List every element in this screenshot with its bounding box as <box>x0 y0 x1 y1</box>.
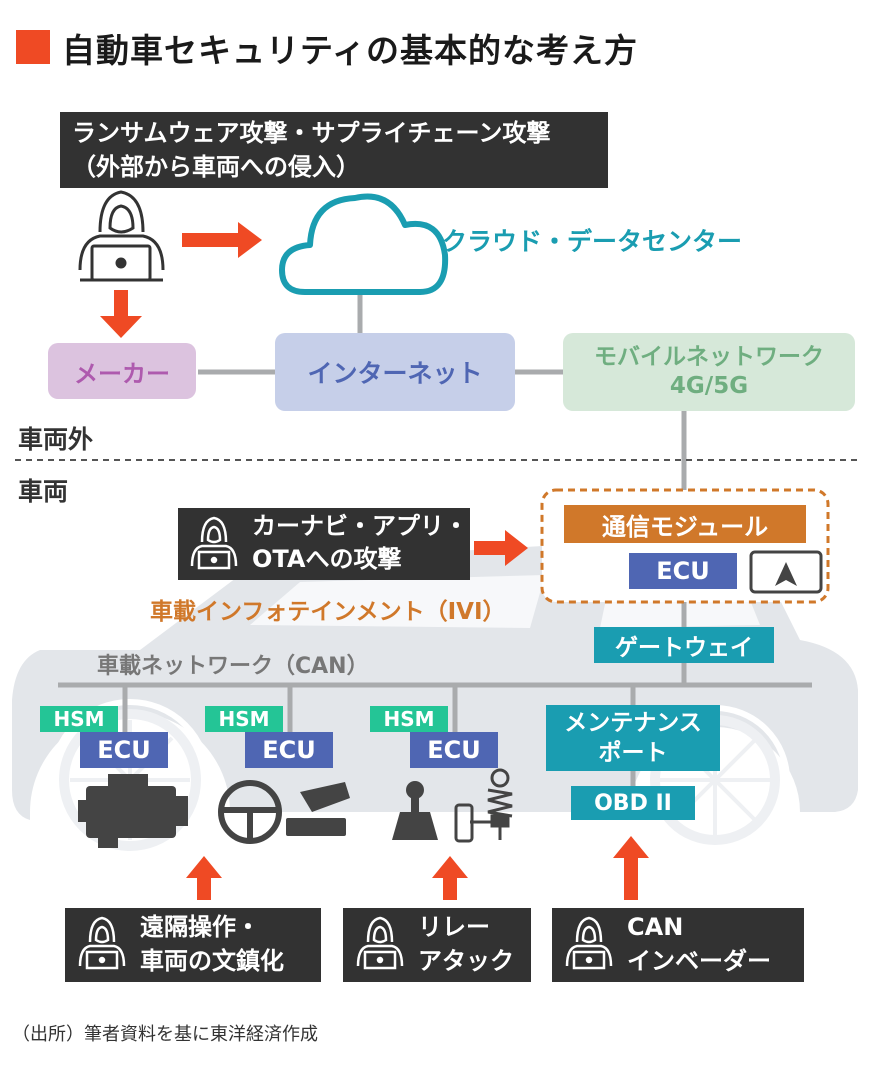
ecu-box-2: ECU <box>245 732 333 768</box>
ivi-ecu-label: ECU <box>656 557 710 585</box>
connection-lines <box>58 292 812 786</box>
maintenance-port-line1: メンテナンス <box>564 710 702 736</box>
external-attack-line1: ランサムウェア攻撃・サプライチェーン攻撃 <box>72 119 551 147</box>
zone-outside-label: 車両外 <box>18 425 94 454</box>
comm-module-box: 通信モジュール <box>564 505 806 543</box>
hsm-label: HSM <box>53 707 105 731</box>
hsm-badge-3: HSM <box>370 706 448 732</box>
remote-attack-line1: 遠隔操作・ <box>140 913 260 941</box>
ivi-ecu-box: ECU <box>629 553 737 589</box>
hacker-icon-relay <box>356 916 404 970</box>
internet-box: インターネット <box>275 333 515 411</box>
ecu-label: ECU <box>427 736 481 764</box>
cloud-label: クラウド・データセンター <box>442 227 743 256</box>
hacker-icon-navi <box>190 516 238 570</box>
gear-shifter-icon <box>392 781 438 840</box>
navi-attack-line2: OTAへの攻撃 <box>252 545 402 573</box>
navi-attack-text: カーナビ・アプリ・ OTAへの攻撃 <box>252 510 468 576</box>
ivi-label: 車載インフォテインメント（IVI） <box>150 599 506 625</box>
cloud-icon <box>279 193 449 295</box>
gateway-label: ゲートウェイ <box>615 635 753 661</box>
attack-arrows <box>100 222 649 900</box>
hsm-badge-1: HSM <box>40 706 118 732</box>
remote-attack-line2: 車両の文鎮化 <box>140 947 284 975</box>
mobile-network-label: モバイルネットワーク <box>594 344 824 370</box>
source-note: （出所）筆者資料を基に東洋経済作成 <box>12 1024 318 1045</box>
can-network-label: 車載ネットワーク（CAN） <box>97 654 369 679</box>
maker-label: メーカー <box>74 359 170 388</box>
hsm-label: HSM <box>383 707 435 731</box>
can-invader-line1: CAN <box>627 913 684 941</box>
hacker-icon-remote <box>78 916 126 970</box>
steering-wheel-icon <box>218 780 282 844</box>
engine-icon <box>78 774 188 848</box>
arrow-to-cloud <box>182 222 262 258</box>
arrow-can <box>613 836 649 900</box>
relay-attack-line1: リレー <box>418 913 490 941</box>
title-marker <box>16 30 50 64</box>
comm-module-label: 通信モジュール <box>601 512 769 541</box>
ecu-label: ECU <box>262 736 316 764</box>
mobile-network-generation: 4G/5G <box>669 373 749 399</box>
relay-attack-text: リレー アタック <box>418 910 514 978</box>
car-window-front <box>250 575 545 628</box>
hsm-label: HSM <box>218 707 270 731</box>
internet-label: インターネット <box>307 359 483 388</box>
obd-port-box: OBD II <box>571 786 695 820</box>
gateway-box: ゲートウェイ <box>594 627 774 663</box>
can-invader-line2: インベーダー <box>627 947 771 975</box>
maintenance-port-line2: ポート <box>598 740 668 766</box>
page-title: 自動車セキュリティの基本的な考え方 <box>62 31 639 70</box>
can-invader-text: CAN インベーダー <box>627 910 771 978</box>
zone-inside-label: 車両 <box>18 477 69 506</box>
ecu-box-3: ECU <box>410 732 498 768</box>
maker-box: メーカー <box>48 343 196 399</box>
ecu-box-1: ECU <box>80 732 168 768</box>
obd-port-label: OBD II <box>594 790 672 816</box>
remote-attack-text: 遠隔操作・ 車両の文鎮化 <box>140 910 284 978</box>
ecu-label: ECU <box>97 736 151 764</box>
arrow-relay <box>432 856 468 900</box>
hacker-icon-can <box>565 916 613 970</box>
mobile-network-box: モバイルネットワーク 4G/5G <box>563 333 855 411</box>
arrow-to-maker <box>100 290 142 338</box>
suspension-icon <box>454 768 513 843</box>
external-attack-label: ランサムウェア攻撃・サプライチェーン攻撃 （外部から車両への侵入） <box>60 112 608 188</box>
relay-attack-line2: アタック <box>418 947 514 975</box>
maintenance-port-box: メンテナンス ポート <box>546 705 720 771</box>
arrow-to-ivi <box>474 530 528 566</box>
external-attack-line2: （外部から車両への侵入） <box>72 153 360 181</box>
navigation-screen-icon <box>749 550 823 594</box>
hacker-icon-large <box>78 190 165 282</box>
hsm-badge-2: HSM <box>205 706 283 732</box>
arrow-remote <box>186 856 222 900</box>
pedals-icon <box>286 782 350 836</box>
navi-attack-line1: カーナビ・アプリ・ <box>252 512 468 540</box>
